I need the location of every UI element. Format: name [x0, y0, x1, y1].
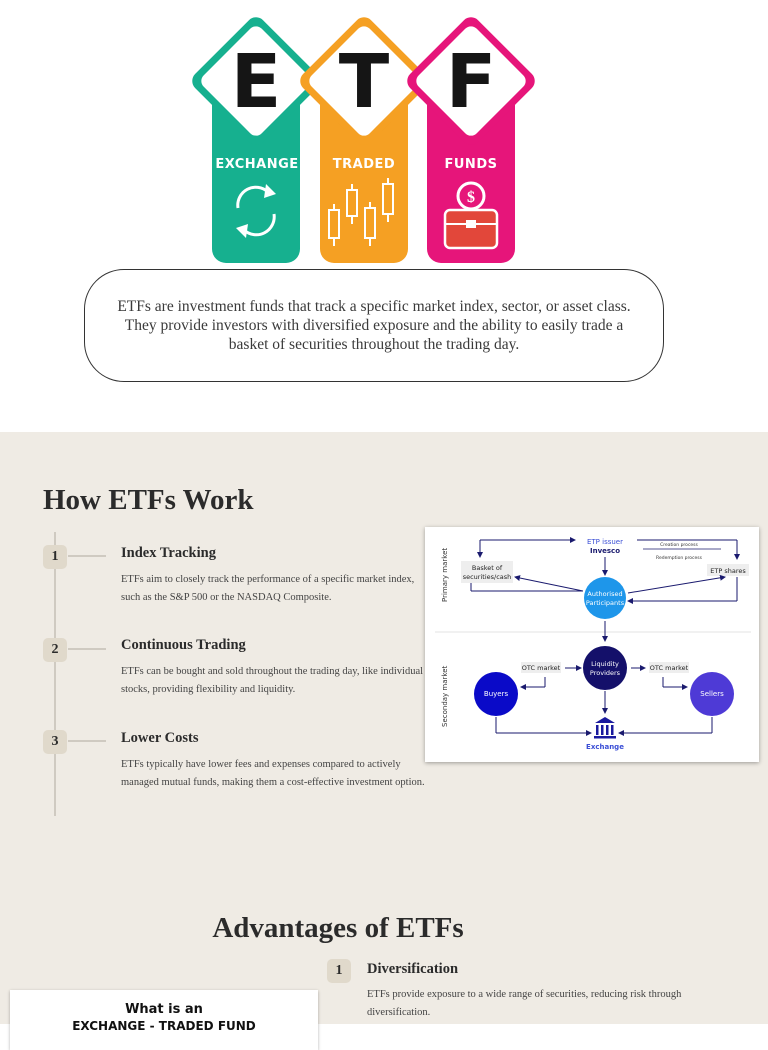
etp-issuer-label: ETP issuer — [587, 538, 623, 546]
diagram-svg: Primary market Seconday market ETP issue… — [435, 537, 751, 751]
step-title: Continuous Trading — [121, 637, 246, 653]
liquidity-providers-label: Providers — [590, 669, 621, 677]
step-number-badge: 2 — [43, 638, 67, 662]
otc-market-left-label: OTC market — [522, 664, 561, 672]
money-briefcase-icon: $ — [443, 181, 499, 250]
timeline-tick — [68, 740, 106, 742]
thumbnail-title: What is an — [125, 1002, 203, 1017]
creation-process-label: Creation process — [660, 542, 698, 548]
invesco-label: Invesco — [590, 547, 620, 555]
how-etfs-work-section: How ETFs Work 1 Index Tracking ETFs aim … — [0, 432, 768, 1050]
liquidity-providers-label: Liquidity — [591, 660, 619, 668]
svg-text:$: $ — [467, 189, 475, 206]
primary-market-label: Primary market — [441, 548, 449, 602]
authorised-participants-label: Authorised — [587, 590, 622, 598]
candlestick-chart-icon — [328, 178, 394, 246]
otc-market-right-label: OTC market — [650, 664, 689, 672]
timeline-tick — [68, 648, 106, 650]
buyers-label: Buyers — [484, 690, 509, 698]
sellers-label: Sellers — [700, 690, 724, 698]
thumbnail-subtitle: EXCHANGE - TRADED FUND — [72, 1019, 256, 1033]
basket-label: Basket of — [472, 564, 503, 572]
advantages-title: Advantages of ETFs — [212, 912, 464, 944]
redemption-process-label: Redemption process — [656, 555, 703, 561]
advantage-number-badge: 1 — [327, 959, 351, 983]
etp-shares-label: ETP shares — [710, 567, 746, 575]
intro-box: ETFs are investment funds that track a s… — [84, 269, 664, 382]
recycle-arrows-icon — [236, 184, 276, 238]
etf-thumbnail-card: What is an EXCHANGE - TRADED FUND — [10, 990, 318, 1050]
letter-e: E — [230, 39, 282, 125]
step-description: ETFs typically have lower fees and expen… — [121, 759, 425, 788]
hero-section: E EXCHANGE T TRADED F FUNDS $ ETFs are i… — [0, 0, 768, 432]
advantage-title: Diversification — [367, 961, 459, 977]
step-number-badge: 3 — [43, 730, 67, 754]
letter-f: F — [445, 39, 497, 125]
basket-label: securities/cash — [463, 573, 512, 581]
timeline-tick — [68, 555, 106, 557]
etf-structure-diagram: Primary market Seconday market ETP issue… — [425, 527, 759, 762]
step-number-badge: 1 — [43, 545, 67, 569]
timeline-line — [54, 532, 56, 816]
step-description: ETFs can be bought and sold throughout t… — [121, 666, 424, 695]
word-exchange: EXCHANGE — [215, 157, 299, 172]
exchange-icon — [594, 717, 616, 739]
letter-t: T — [338, 39, 390, 125]
step-title: Lower Costs — [121, 730, 199, 746]
intro-text: ETFs are investment funds that track a s… — [117, 298, 631, 353]
exchange-label: Exchange — [586, 743, 624, 751]
word-traded: TRADED — [332, 157, 396, 172]
authorised-participants-label: Participants — [586, 599, 625, 607]
section-title: How ETFs Work — [43, 484, 254, 516]
advantage-description: ETFs provide exposure to a wide range of… — [367, 989, 682, 1018]
step-title: Index Tracking — [121, 545, 216, 561]
secondary-market-label: Seconday market — [441, 665, 449, 727]
word-funds: FUNDS — [444, 157, 498, 172]
step-description: ETFs aim to closely track the performanc… — [121, 574, 415, 603]
